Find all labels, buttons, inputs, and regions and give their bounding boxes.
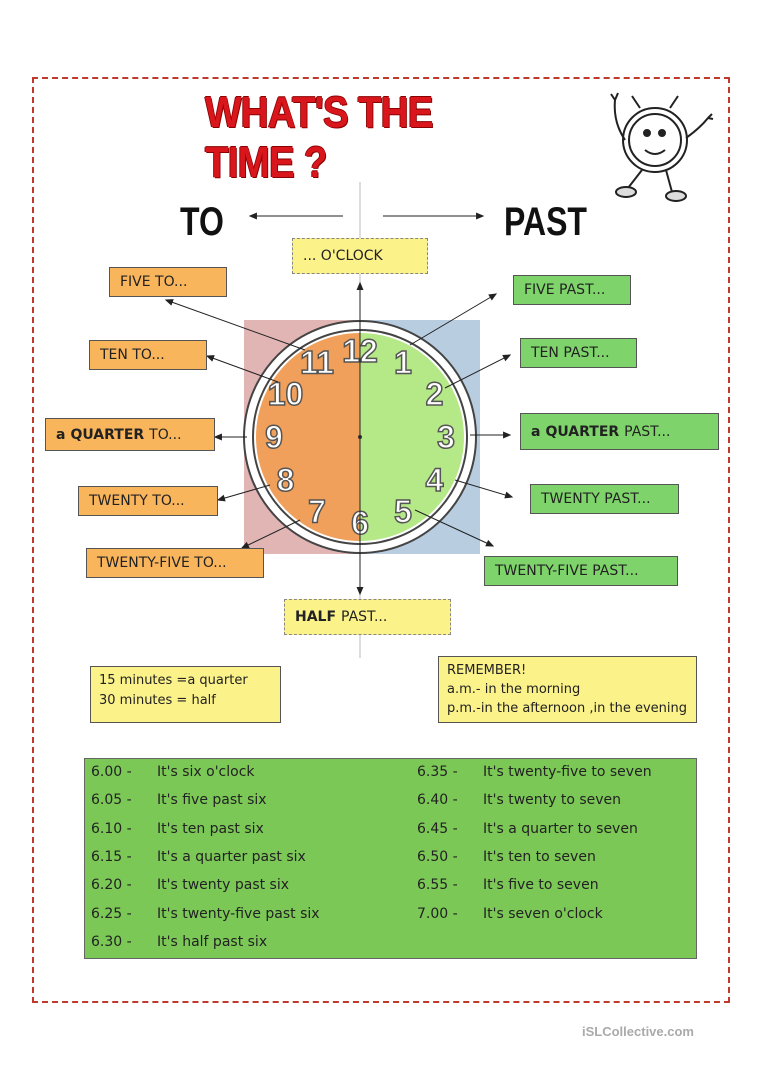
twenty-five-past-arrow [414, 509, 494, 547]
table-row: 6.40 - It's twenty to seven [417, 789, 621, 811]
time-phrase: It's five past six [157, 792, 267, 809]
twenty-past-label: TWENTY PAST... [530, 484, 679, 514]
time-phrase: It's twenty-five past six [157, 905, 320, 922]
time-phrase: It's ten past six [157, 820, 264, 837]
oclock-label: ... O'CLOCK [292, 238, 428, 274]
time-phrase: It's twenty to seven [483, 792, 622, 809]
quarter-to-arrow-head [213, 433, 222, 441]
clock-number: 4 [426, 462, 444, 498]
five-past-arrow-head [488, 293, 498, 301]
clock-number: 5 [394, 493, 412, 529]
past-direction-arrow-head [476, 212, 485, 220]
past-heading: PAST [504, 200, 587, 244]
ten-to-arrow [206, 355, 279, 383]
twenty-five-past-label: TWENTY-FIVE PAST... [484, 556, 678, 586]
clock-number: 11 [300, 345, 334, 381]
clock-number: 8 [277, 462, 295, 498]
table-row: 6.10 - It's ten past six [91, 818, 264, 840]
time-value: 6.55 - [417, 877, 458, 894]
table-row: 6.00 - It's six o'clock [91, 761, 255, 783]
to-direction-arrow-head [248, 212, 257, 220]
time-phrase: It's five to seven [483, 877, 599, 894]
twenty-five-past-arrow-head [485, 539, 495, 547]
time-value: 6.50 - [417, 848, 458, 865]
dashed-page-border [32, 77, 730, 1003]
time-phrase: It's ten to seven [483, 848, 596, 865]
remember-note: REMEMBER! a.m.- in the morning p.m.-in t… [438, 656, 697, 723]
time-phrase: It's six o'clock [157, 764, 255, 780]
clock-number: 2 [426, 376, 444, 412]
time-value: 6.05 - [91, 792, 132, 809]
worksheet-title: WHAT'S THE TIME ? [205, 88, 434, 187]
time-phrase: It's half past six [157, 933, 268, 950]
table-row: 6.45 - It's a quarter to seven [417, 818, 638, 840]
site-watermark: iSLCollective.com [582, 1024, 694, 1039]
twenty-to-arrow [217, 484, 271, 501]
twenty-to-label: TWENTY TO... [78, 486, 218, 516]
twenty-to-arrow-head [216, 494, 226, 502]
table-row: 6.25 - It's twenty-five past six [91, 903, 320, 925]
time-value: 6.15 - [91, 848, 132, 865]
to-heading: TO [180, 200, 224, 244]
table-row: 6.55 - It's five to seven [417, 874, 599, 896]
to-half-face [256, 333, 360, 541]
twenty-five-to-arrow [241, 519, 301, 549]
ten-to-arrow-head [205, 355, 215, 362]
oclock-arrow-head [356, 281, 364, 290]
twenty-five-to-arrow-head [240, 541, 250, 549]
time-value: 6.30 - [91, 933, 132, 950]
time-phrase: It's a quarter to seven [483, 820, 638, 837]
ten-past-label: TEN PAST... [520, 338, 637, 368]
arrows [164, 212, 514, 596]
time-phrase: It's a quarter past six [157, 848, 306, 865]
clock-number: 1 [394, 345, 412, 381]
time-value: 6.20 - [91, 877, 132, 894]
clock-number: 3 [437, 419, 455, 455]
five-past-label: FIVE PAST... [513, 275, 631, 305]
ten-to-label: TEN TO... [89, 340, 207, 370]
five-to-label: FIVE TO... [109, 267, 227, 297]
ten-past-arrow-head [502, 354, 512, 362]
past-half-face [360, 333, 464, 541]
five-to-arrow-head [164, 299, 174, 306]
time-value: 6.45 - [417, 820, 458, 837]
table-row: 6.30 - It's half past six [91, 931, 267, 953]
quarter-past-arrow-head [503, 431, 512, 439]
time-phrase: It's seven o'clock [483, 905, 603, 922]
table-row: 7.00 - It's seven o'clock [417, 903, 603, 925]
five-to-arrow [165, 299, 306, 351]
five-past-arrow [409, 293, 497, 346]
twenty-five-to-label: TWENTY-FIVE TO... [86, 548, 264, 578]
time-value: 6.10 - [91, 820, 132, 837]
table-row: 6.50 - It's ten to seven [417, 846, 596, 868]
table-row: 6.15 - It's a quarter past six [91, 846, 306, 868]
time-value: 6.00 - [91, 764, 132, 780]
time-value: 6.35 - [417, 764, 458, 780]
twenty-past-arrow [454, 479, 513, 498]
twenty-past-arrow-head [504, 491, 514, 499]
half-past-arrow-head [356, 587, 364, 596]
clock-number: 10 [268, 376, 304, 412]
time-phrase: It's twenty-five to seven [483, 764, 652, 780]
time-value: 6.25 - [91, 905, 132, 922]
time-phrase: It's twenty past six [157, 877, 290, 894]
table-row: 6.35 - It's twenty-five to seven [417, 761, 652, 783]
minutes-note: 15 minutes =a quarter 30 minutes = half [90, 666, 281, 723]
table-row: 6.05 - It's five past six [91, 789, 267, 811]
times-table: 6.00 - It's six o'clock 6.05 - It's five pa… [84, 758, 697, 959]
table-row: 6.20 - It's twenty past six [91, 874, 289, 896]
time-value: 6.40 - [417, 792, 458, 809]
clock-number: 7 [308, 493, 326, 529]
time-value: 7.00 - [417, 905, 458, 922]
clock-number: 9 [265, 419, 283, 455]
ten-past-arrow [444, 354, 511, 389]
